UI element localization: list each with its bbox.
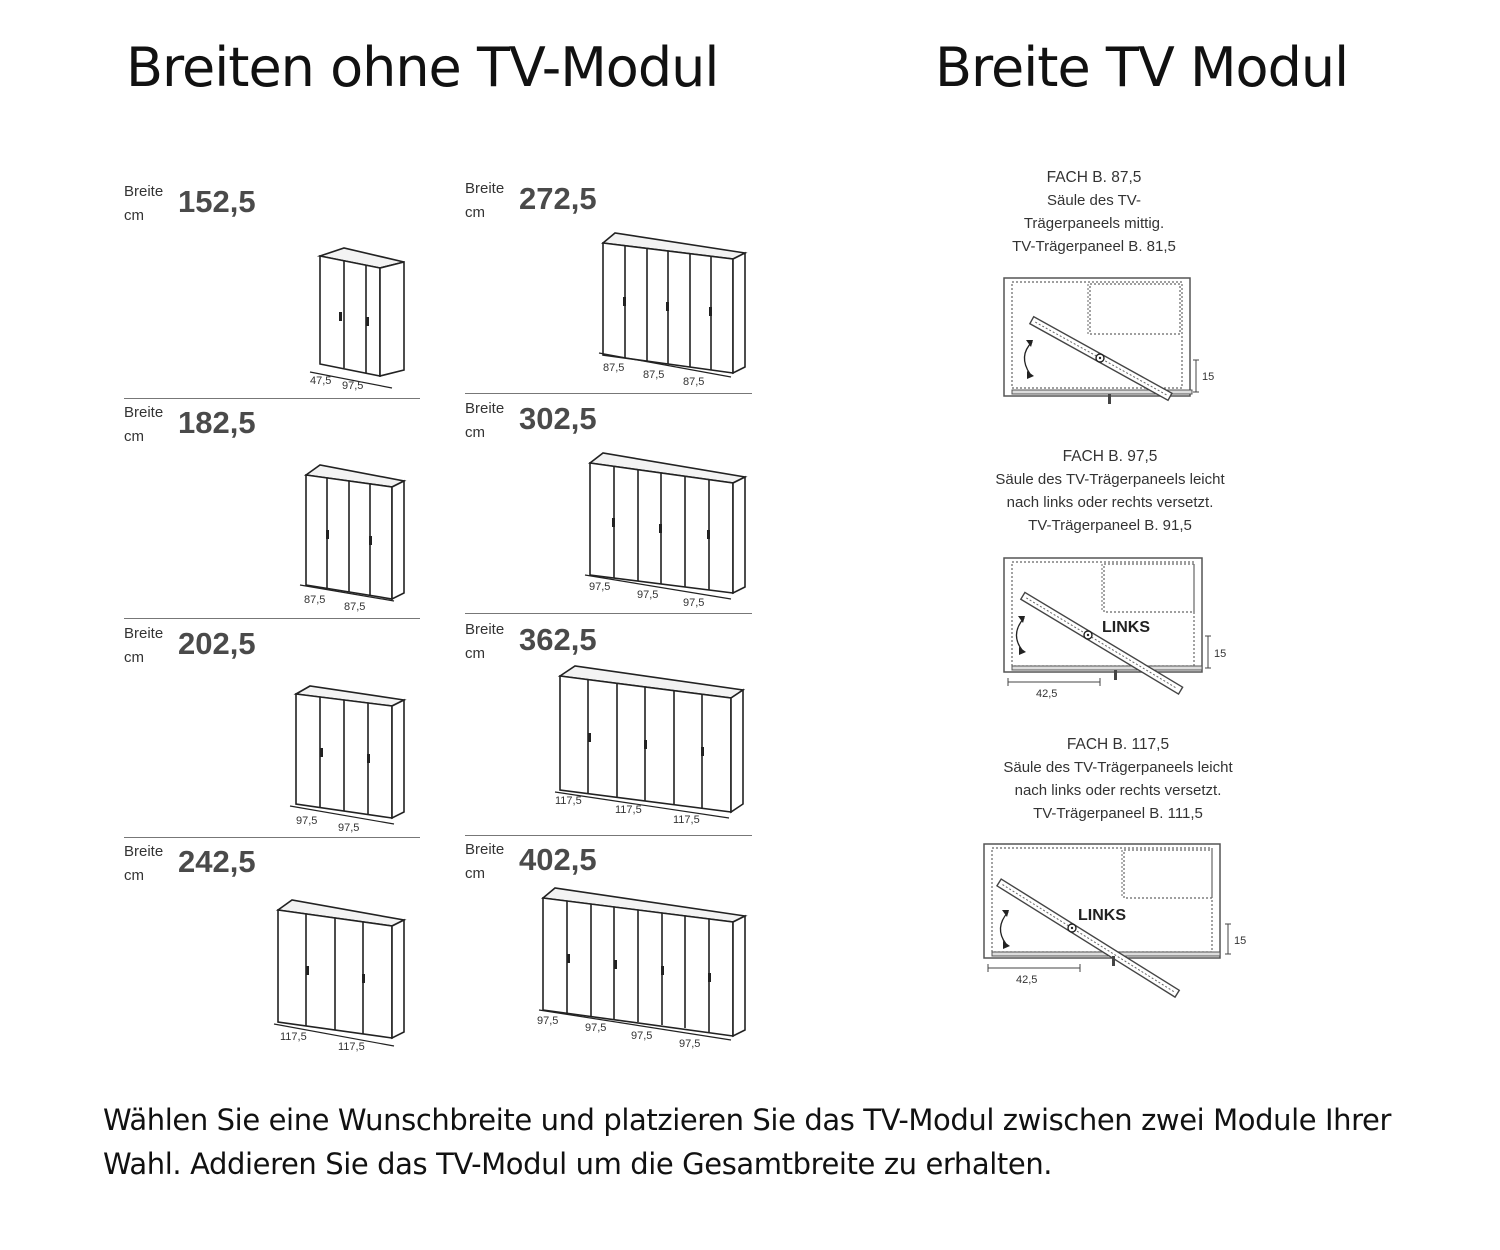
row-divider bbox=[465, 835, 752, 836]
dimension-label: 117,5 bbox=[338, 1041, 365, 1053]
row-divider bbox=[465, 393, 752, 394]
breite-label: Breite bbox=[465, 621, 505, 638]
dimension-label: 117,5 bbox=[615, 804, 642, 816]
wardrobe-drawing: 87,5 87,5 bbox=[299, 464, 407, 613]
unit-label: cm bbox=[124, 207, 144, 224]
wardrobe-drawing: 117,5 117,5 117,5 bbox=[554, 665, 746, 826]
wardrobe-drawing: 87,5 87,5 87,5 bbox=[598, 232, 748, 388]
width-option-152-5: Breite cm 152,5 47,5 97,5 bbox=[124, 180, 420, 402]
tv-module-text-line: Säule des TV- bbox=[1047, 192, 1141, 209]
title-tv-module-width: Breite TV Modul bbox=[935, 36, 1349, 99]
dimension-label: 117,5 bbox=[555, 795, 582, 807]
width-option-272-5: Breite cm 272,5 87,5 87,5 87,5 bbox=[465, 177, 761, 399]
dimension-label: 117,5 bbox=[673, 814, 700, 826]
width-option-362-5: Breite cm 362,5 117,5 117,5 117,5 bbox=[465, 618, 761, 840]
footer-instructions: Wählen Sie eine Wunschbreite und platzie… bbox=[103, 1103, 1391, 1181]
tv-module-heading: FACH B. 117,5 bbox=[1066, 736, 1170, 753]
wardrobe-drawing: 97,5 97,5 bbox=[289, 685, 407, 834]
breite-label: Breite bbox=[465, 180, 505, 197]
tv-module-heading: FACH B. 87,5 bbox=[1046, 169, 1142, 186]
tv-side-dimension: 15 bbox=[1214, 648, 1226, 660]
dimension-label: 97,5 bbox=[338, 822, 359, 834]
dimension-label: 97,5 bbox=[679, 1038, 700, 1050]
row-divider bbox=[124, 398, 420, 399]
tv-module-description: FACH B. 87,5 Säule des TV- Trägerpaneels… bbox=[990, 166, 1198, 258]
dimension-label: 97,5 bbox=[683, 597, 704, 609]
tv-module-plan: 15 bbox=[1003, 277, 1214, 404]
dimension-label: 97,5 bbox=[589, 581, 610, 593]
dimension-label: 87,5 bbox=[304, 594, 325, 606]
title-widths-without-tv: Breiten ohne TV-Modul bbox=[126, 36, 719, 99]
dimension-label: 47,5 bbox=[310, 375, 331, 387]
width-option-202-5: Breite cm 202,5 97,5 97,5 bbox=[124, 622, 420, 844]
breite-label: Breite bbox=[465, 841, 505, 858]
dimension-label: 87,5 bbox=[603, 362, 624, 374]
dimension-label: 97,5 bbox=[585, 1022, 606, 1034]
dimension-label: 87,5 bbox=[344, 601, 365, 613]
breite-label: Breite bbox=[124, 625, 164, 642]
dimension-label: 97,5 bbox=[342, 380, 363, 392]
dimension-label: 87,5 bbox=[643, 369, 664, 381]
tv-module-text-line: nach links oder rechts versetzt. bbox=[1014, 782, 1222, 799]
tv-module-text-line: Trägerpaneels mittig. bbox=[1023, 215, 1165, 232]
width-value: 272,5 bbox=[519, 181, 597, 216]
tv-module-plan: LINKS 42,5 15 bbox=[983, 843, 1246, 999]
tv-module-text-line: nach links oder rechts versetzt. bbox=[1006, 494, 1214, 511]
dimension-label: 97,5 bbox=[637, 589, 658, 601]
width-option-242-5: Breite cm 242,5 117,5 117,5 bbox=[124, 840, 420, 1062]
links-label: LINKS bbox=[1078, 907, 1126, 924]
tv-module-text-line: TV-Trägerpaneel B. 81,5 bbox=[1012, 238, 1176, 255]
width-value: 302,5 bbox=[519, 401, 597, 436]
breite-label: Breite bbox=[124, 843, 164, 860]
width-option-402-5: Breite cm 402,5 97,5 97,5 97,5 97,5 bbox=[465, 838, 761, 1060]
tv-bottom-dimension: 42,5 bbox=[1016, 974, 1037, 986]
width-option-182-5: Breite cm 182,5 87,5 87,5 bbox=[124, 401, 420, 623]
dimension-label: 117,5 bbox=[280, 1031, 307, 1043]
width-value: 362,5 bbox=[519, 622, 597, 657]
row-divider bbox=[124, 618, 420, 619]
tv-module-text-line: TV-Trägerpaneel B. 111,5 bbox=[1033, 805, 1203, 822]
width-value: 402,5 bbox=[519, 842, 597, 877]
breite-label: Breite bbox=[124, 183, 164, 200]
dimension-label: 97,5 bbox=[296, 815, 317, 827]
breite-label: Breite bbox=[465, 400, 505, 417]
width-option-302-5: Breite cm 302,5 97,5 97,5 97,5 bbox=[465, 397, 761, 619]
breite-label: Breite bbox=[124, 404, 164, 421]
dimension-label: 97,5 bbox=[537, 1015, 558, 1027]
tv-module-text-line: Säule des TV-Trägerpaneels leicht bbox=[1003, 759, 1233, 776]
tv-module-heading: FACH B. 97,5 bbox=[1062, 448, 1158, 465]
unit-label: cm bbox=[465, 424, 485, 441]
tv-module-text-line: TV-Trägerpaneel B. 91,5 bbox=[1028, 517, 1192, 534]
unit-label: cm bbox=[465, 865, 485, 882]
dimension-label: 97,5 bbox=[631, 1030, 652, 1042]
unit-label: cm bbox=[124, 649, 144, 666]
tv-side-dimension: 15 bbox=[1202, 371, 1214, 383]
wardrobe-drawing: 97,5 97,5 97,5 bbox=[584, 452, 748, 609]
tv-bottom-dimension: 42,5 bbox=[1036, 688, 1057, 700]
tv-module-description: FACH B. 117,5 Säule des TV-Trägerpaneels… bbox=[968, 733, 1268, 825]
width-value: 182,5 bbox=[178, 405, 256, 440]
unit-label: cm bbox=[465, 204, 485, 221]
row-divider bbox=[465, 613, 752, 614]
width-value: 152,5 bbox=[178, 184, 256, 219]
tv-module-text-line: Säule des TV-Trägerpaneels leicht bbox=[995, 471, 1225, 488]
tv-module-plan: LINKS 42,5 15 bbox=[1003, 557, 1226, 700]
width-value: 242,5 bbox=[178, 844, 256, 879]
unit-label: cm bbox=[124, 867, 144, 884]
unit-label: cm bbox=[465, 645, 485, 662]
links-label: LINKS bbox=[1102, 619, 1150, 636]
unit-label: cm bbox=[124, 428, 144, 445]
wardrobe-drawing: 47,5 97,5 bbox=[309, 247, 405, 392]
row-divider bbox=[124, 837, 420, 838]
wardrobe-drawing: 97,5 97,5 97,5 97,5 bbox=[537, 887, 748, 1050]
width-value: 202,5 bbox=[178, 626, 256, 661]
tv-module-description: FACH B. 97,5 Säule des TV-Trägerpaneels … bbox=[960, 445, 1260, 537]
dimension-label: 87,5 bbox=[683, 376, 704, 388]
wardrobe-drawing: 117,5 117,5 bbox=[273, 899, 407, 1053]
tv-side-dimension: 15 bbox=[1234, 935, 1246, 947]
